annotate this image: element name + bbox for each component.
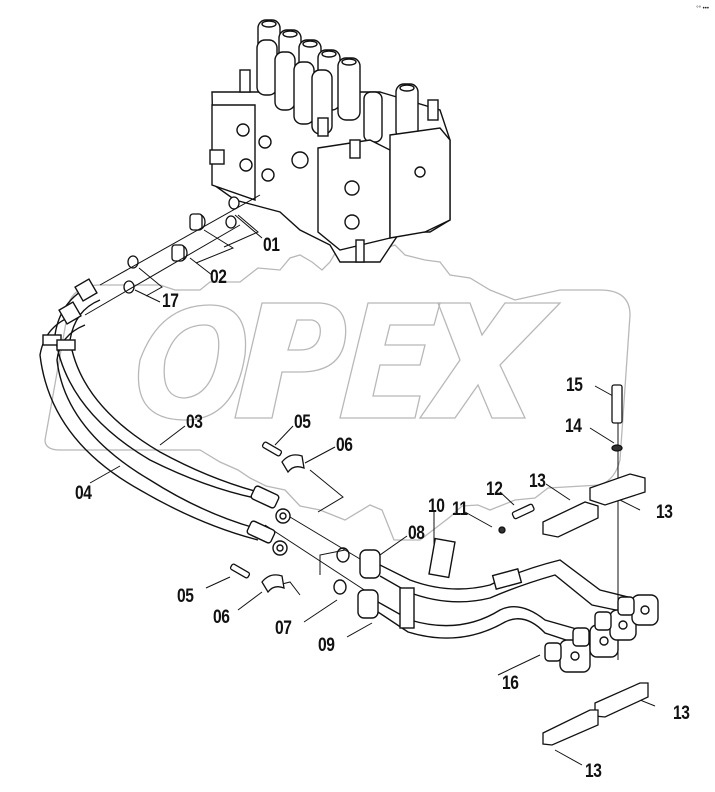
spool-caps [256, 19, 419, 143]
o-ring-01-a [228, 196, 240, 210]
callout-11: 11 [452, 499, 468, 520]
callout-06-upper: 06 [336, 435, 353, 456]
clamp-bottom-13-d [542, 709, 599, 746]
pipe-clamps [498, 384, 649, 746]
o-ring-07-a [336, 547, 350, 563]
hoses [39, 278, 291, 556]
bolt-05-b [229, 563, 251, 579]
opex-watermark [44, 239, 631, 541]
clamp-bottom-13-c [594, 682, 649, 718]
callout-14: 14 [565, 416, 582, 437]
adapter-02-a [189, 213, 206, 231]
leader-lines [84, 194, 656, 766]
callout-06-lower: 06 [213, 607, 230, 628]
callout-08: 08 [408, 523, 425, 544]
callout-16: 16 [502, 673, 519, 694]
washer-14 [611, 444, 623, 452]
hose-nut-03 [74, 278, 98, 302]
callout-07: 07 [275, 618, 292, 639]
clamp-06-a [281, 454, 305, 474]
callout-04: 04 [75, 483, 92, 504]
clamp-top-13-b [589, 473, 646, 506]
hose-nut-04 [58, 301, 82, 325]
bolt-15 [611, 384, 623, 424]
nut-11 [498, 526, 506, 534]
bolt-05-a [261, 441, 283, 457]
o-ring-07-b [333, 579, 347, 595]
callout-10: 10 [428, 496, 445, 517]
callout-01: 01 [263, 235, 280, 256]
fitting-parts [123, 196, 240, 294]
clamp-halves [229, 441, 305, 594]
corner-mark: °° ••• [696, 6, 709, 12]
callout-17: 17 [162, 291, 179, 312]
callout-12: 12 [486, 479, 503, 500]
bolt-12 [511, 503, 535, 520]
callout-13-a: 13 [529, 471, 546, 492]
callout-09: 09 [318, 635, 335, 656]
clamp-06-b [261, 574, 285, 594]
flange-09 [357, 589, 379, 619]
rigid-pipes [333, 537, 659, 673]
split-flanges-16 [544, 594, 659, 673]
clamp-top-13-a [542, 501, 599, 538]
callout-02: 02 [210, 267, 227, 288]
valve-block [209, 19, 451, 263]
adapter-02-b [171, 244, 188, 262]
callout-03: 03 [186, 412, 203, 433]
pipe-bracket-10 [428, 537, 456, 579]
callout-13-d: 13 [585, 761, 602, 782]
callout-13-c: 13 [673, 703, 690, 724]
callout-05-upper: 05 [294, 412, 311, 433]
flange-08 [359, 549, 381, 579]
callout-05-lower: 05 [177, 586, 194, 607]
callout-15: 15 [566, 375, 583, 396]
callout-13-b: 13 [656, 502, 673, 523]
o-ring-01-b [225, 215, 237, 229]
